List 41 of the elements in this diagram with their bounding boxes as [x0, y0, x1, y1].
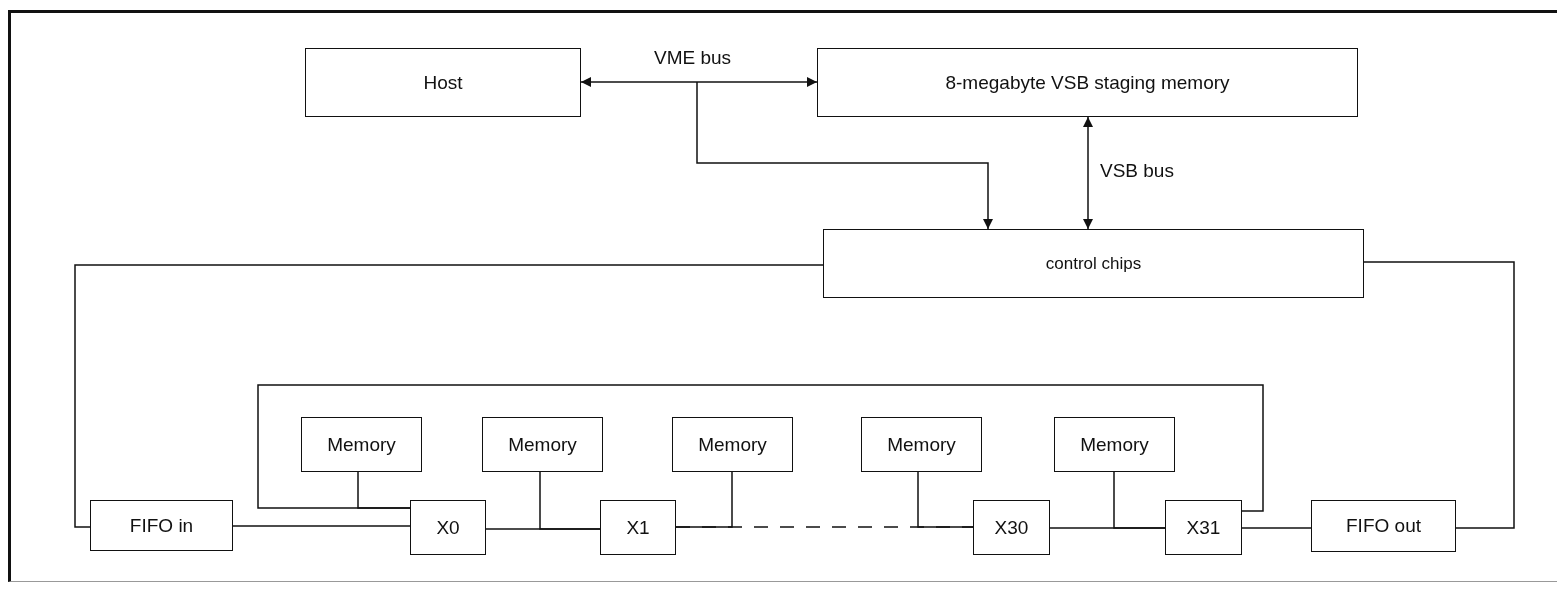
arrow — [580, 77, 818, 87]
connector-line — [74, 264, 824, 528]
connector-line — [257, 384, 1264, 512]
box-label: control chips — [1045, 253, 1142, 274]
process-box — [90, 500, 233, 551]
box-label: X31 — [1186, 516, 1221, 539]
process-box — [973, 500, 1050, 555]
connector-line — [675, 471, 733, 528]
process-box — [817, 48, 1358, 117]
process-box — [861, 417, 982, 472]
box-label: X0 — [436, 516, 460, 539]
arrow — [1083, 116, 1093, 230]
box-label: FIFO in — [129, 514, 194, 537]
box-label: Memory — [698, 433, 767, 456]
process-box — [1311, 500, 1456, 552]
connector-line — [1113, 471, 1166, 529]
box-label: X1 — [626, 516, 650, 539]
box-label: Memory — [1080, 433, 1149, 456]
connector-line — [917, 471, 974, 528]
box-label: FIFO out — [1346, 515, 1421, 537]
connector-line — [232, 525, 411, 527]
process-box — [1054, 417, 1175, 472]
box-label: X30 — [994, 516, 1029, 539]
box-label: Memory — [887, 433, 956, 456]
box-label: 8-megabyte VSB staging memory — [945, 71, 1230, 94]
process-box — [1165, 500, 1242, 555]
box-label: Host — [423, 71, 463, 94]
connector-line — [1241, 527, 1312, 529]
box-label: Memory — [327, 433, 396, 456]
connector-line — [357, 471, 411, 509]
arrow — [696, 81, 993, 230]
box-label: Memory — [508, 433, 577, 456]
connector-line — [539, 471, 601, 530]
process-box — [600, 500, 676, 555]
process-box — [305, 48, 581, 117]
connector-line — [1363, 261, 1515, 529]
process-box — [301, 417, 422, 472]
process-box — [410, 500, 486, 555]
process-box — [672, 417, 793, 472]
process-box — [482, 417, 603, 472]
process-box — [823, 229, 1364, 298]
